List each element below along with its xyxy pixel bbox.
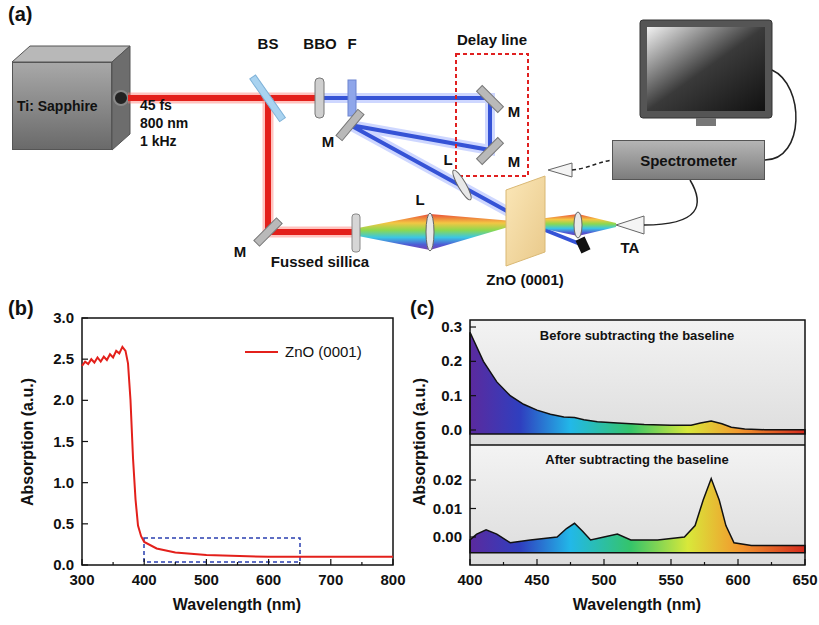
- legend-sample: [245, 351, 278, 353]
- tick-label: 1.0: [53, 474, 74, 491]
- axis-title: Wavelength (nm): [573, 596, 701, 614]
- spectrometer-box: Spectrometer: [612, 140, 765, 180]
- tick-label: 800: [380, 572, 405, 589]
- laser-spec: 800 nm: [140, 116, 188, 131]
- optic-label: F: [347, 36, 356, 53]
- optic-label: TA: [621, 240, 640, 257]
- tick-label: 500: [591, 572, 616, 589]
- tick-label: 400: [132, 572, 157, 589]
- tick-label: 700: [318, 572, 343, 589]
- tick-label: 0.2: [441, 353, 462, 370]
- panel-letter: (b): [8, 297, 34, 319]
- panel-letter: (c): [410, 297, 434, 319]
- tick-label: 1.5: [53, 433, 74, 450]
- tick-label: 3.0: [53, 310, 74, 327]
- tick-label: 2.5: [53, 351, 74, 368]
- tick-label: 0.0: [441, 422, 462, 439]
- laser-spec: 45 fs: [140, 98, 172, 113]
- optic-label: Delay line: [457, 32, 527, 49]
- tick-label: 2.0: [53, 392, 74, 409]
- optic-label: M: [234, 244, 247, 261]
- tick-label: 0.01: [433, 500, 462, 517]
- sample-label: ZnO (0001): [486, 272, 564, 289]
- tick-label: 450: [524, 572, 549, 589]
- optic-label: M: [508, 104, 521, 121]
- tick-label: 0.5: [53, 516, 74, 533]
- tick-label: 0.00: [433, 529, 462, 546]
- optic-label: BS: [258, 36, 279, 53]
- plot-note: Before subtracting the baseline: [540, 329, 734, 343]
- tick-label: 0.02: [433, 472, 462, 489]
- plot-note: After subtracting the baseline: [545, 453, 728, 467]
- node-text: Spectrometer: [640, 152, 737, 169]
- optic-label: L: [415, 192, 424, 209]
- legend-text: ZnO (0001): [285, 344, 362, 361]
- tick-label: 0.3: [441, 319, 462, 336]
- node-text: Ti: Sapphire: [17, 98, 98, 114]
- optic-label: Fussed sillica: [271, 254, 369, 271]
- optic-label: M: [508, 154, 521, 171]
- optic-label: BBO: [303, 36, 336, 53]
- tick-label: 600: [725, 572, 750, 589]
- axis-title: Wavelength (nm): [173, 596, 301, 614]
- optic-label: M: [322, 134, 335, 151]
- axis-title: Absorption (a.u.): [19, 378, 37, 506]
- optic-label: L: [443, 152, 452, 169]
- laser-box: Ti: Sapphire: [12, 62, 112, 150]
- tick-label: 0.1: [441, 387, 462, 404]
- tick-label: 600: [256, 572, 281, 589]
- tick-label: 300: [69, 572, 94, 589]
- panel-letter: (a): [8, 3, 32, 25]
- tick-label: 650: [792, 572, 817, 589]
- tick-label: 500: [194, 572, 219, 589]
- axis-title: Absorption (a.u.): [411, 378, 429, 506]
- tick-label: 400: [457, 572, 482, 589]
- laser-spec: 1 kHz: [140, 134, 177, 149]
- tick-label: 550: [658, 572, 683, 589]
